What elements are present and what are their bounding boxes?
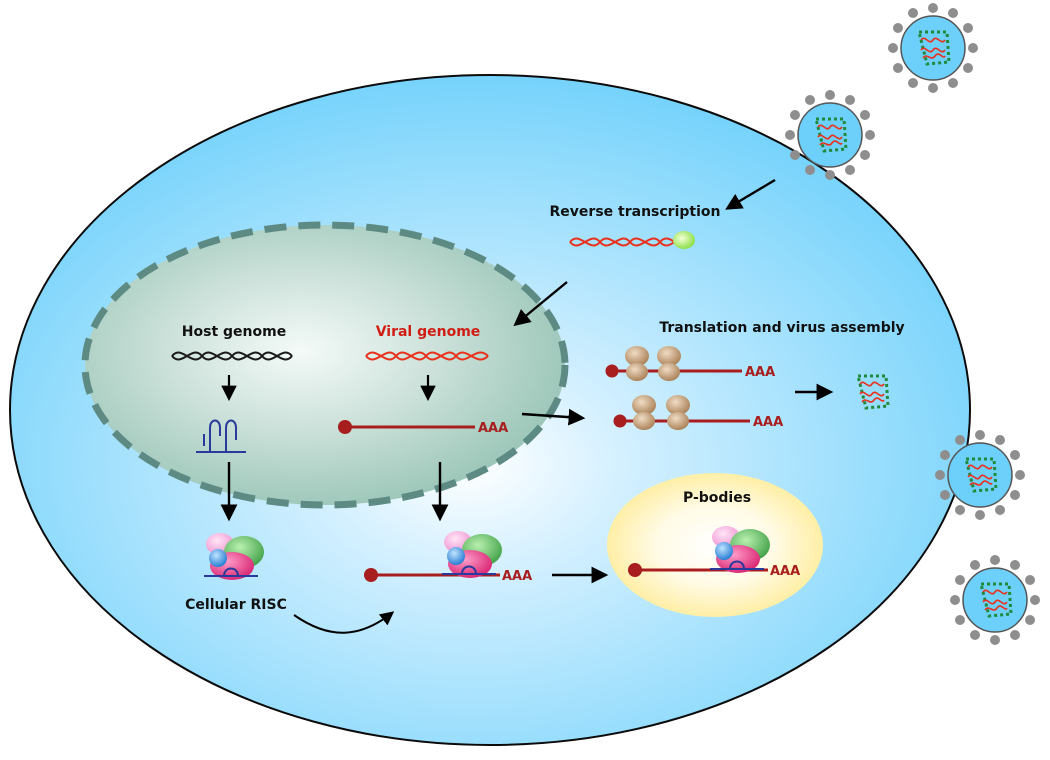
arrow-nuclear-import — [513, 281, 568, 327]
polya-tail-1: AAA — [745, 365, 775, 380]
arrow-entry — [725, 178, 776, 210]
virion-outside-top — [888, 3, 978, 93]
polya-tail-nuclear: AAA — [478, 421, 508, 436]
polysome-1: AAA — [605, 346, 775, 381]
virion-released — [950, 555, 1040, 645]
integrase-icon — [673, 231, 695, 249]
polya-tail-p-body: AAA — [770, 564, 800, 579]
polya-tail-2: AAA — [753, 415, 783, 430]
host-dna — [171, 351, 293, 361]
label-cellular-risc: Cellular RISC — [185, 597, 287, 613]
arrow-mrna-export — [521, 408, 586, 426]
viral-mrna-nuclear: AAA — [338, 420, 508, 436]
viral-dsdna-cytoplasm — [569, 231, 695, 249]
nucleus — [81, 221, 569, 509]
label-host-genome: Host genome — [182, 324, 286, 340]
label-translation: Translation and virus assembly — [659, 320, 904, 336]
label-reverse-transcription: Reverse transcription — [550, 204, 721, 220]
viral-dna-integrated — [365, 351, 489, 361]
mrna-in-p-body: AAA — [628, 525, 800, 579]
arrow-risc-targeting — [293, 611, 395, 634]
mirna-hairpin-icon — [196, 419, 246, 453]
label-p-bodies: P-bodies — [683, 490, 751, 506]
label-viral-genome: Viral genome — [376, 324, 481, 340]
polya-tail-risc: AAA — [502, 569, 532, 584]
p-body — [607, 473, 823, 617]
polysome-2: AAA — [613, 395, 783, 430]
mrna-risc-bound: AAA — [364, 530, 532, 584]
